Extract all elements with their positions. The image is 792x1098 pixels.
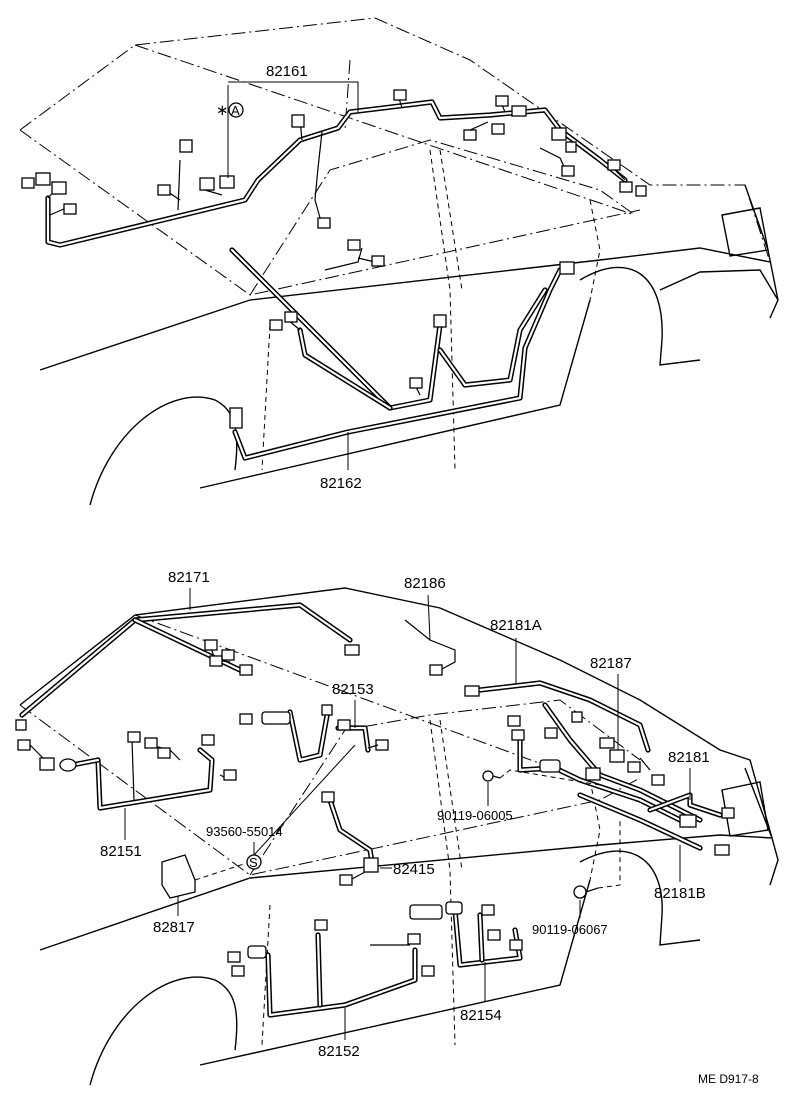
part-82187-label: 82187 — [590, 655, 632, 672]
part-82186-label: 82186 — [404, 575, 446, 592]
lower-labels: 82171 82186 82181A 82187 82153 82181 901… — [100, 569, 759, 1086]
upper-label-82162: 82162 — [320, 432, 362, 492]
part-90119-06067-label: 90119-06067 — [532, 922, 608, 937]
lower-harness-82186 — [404, 619, 456, 676]
lower-harness-82171-roof — [19, 602, 360, 718]
part-90119-06005-label: 90119-06005 — [437, 808, 513, 823]
lower-harness-82181 — [464, 680, 735, 856]
lower-misc-parts — [161, 769, 621, 899]
lower-harness-82152-82154 — [227, 901, 523, 1018]
part-82171-label: 82171 — [168, 569, 210, 586]
diagram-reference-code: ME D917-8 — [698, 1072, 759, 1086]
part-82181a-label: 82181A — [490, 617, 542, 634]
part-82181-label: 82181 — [668, 749, 710, 766]
upper-label-82161: 82161 ∗ A — [216, 63, 359, 178]
part-82151-label: 82151 — [100, 843, 142, 860]
part-82162-label: 82162 — [320, 475, 362, 492]
lower-car-body — [19, 587, 779, 1086]
marker-a-circle — [228, 102, 244, 118]
marker-s-letter: S — [249, 855, 258, 870]
lower-harness-82415 — [321, 791, 379, 886]
part-82181b-label: 82181B — [654, 885, 706, 902]
part-82154-label: 82154 — [460, 1007, 502, 1024]
part-93560-55014-label: 93560-55014 — [206, 824, 283, 839]
lower-harness-82151 — [15, 719, 237, 811]
part-82817-label: 82817 — [153, 919, 195, 936]
part-82153-label: 82153 — [332, 681, 374, 698]
part-82415-label: 82415 — [393, 861, 435, 878]
marker-a-letter: A — [231, 103, 240, 118]
marker-star: ∗ — [216, 102, 229, 119]
part-82161-label: 82161 — [266, 63, 308, 80]
upper-harness-82162 — [229, 239, 575, 461]
part-82152-label: 82152 — [318, 1043, 360, 1060]
lower-harness-82153 — [239, 704, 389, 763]
upper-harness-82161 — [21, 89, 647, 248]
